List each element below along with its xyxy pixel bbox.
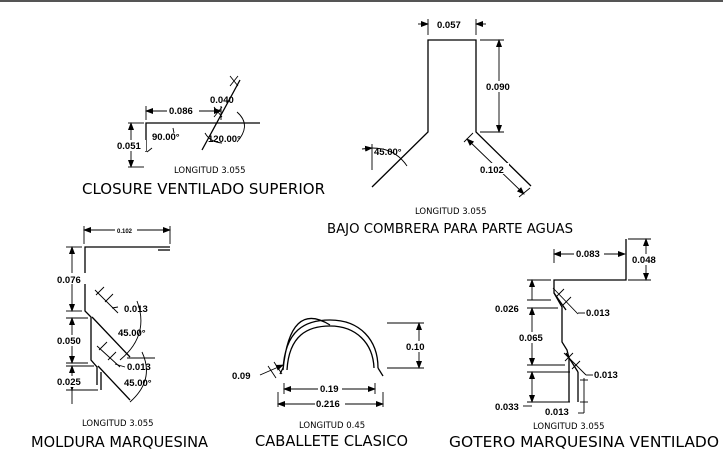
gotero-profile [553, 239, 627, 402]
moldura-profile [84, 246, 170, 401]
gotero-dimension-width: 0.083 [553, 248, 626, 263]
caballete-dimension-outer: 0.216 [277, 392, 384, 410]
caballete-longitud: LONGITUD 0.45 [299, 421, 365, 431]
moldura-dim-h2: 0.050 [57, 336, 81, 347]
piece-moldura: 0.102 0.076 0.050 0.025 0.013 [31, 226, 209, 451]
window-top-border [0, 0, 723, 2]
moldura-title: MOLDURA MARQUESINA [31, 433, 209, 451]
moldura-longitud: LONGITUD 3.055 [82, 419, 154, 429]
caballete-dim-inner-width: 0.19 [320, 384, 339, 395]
moldura-dim-h1: 0.076 [57, 275, 81, 286]
bajo-combrera-longitud: LONGITUD 3.055 [415, 207, 487, 217]
moldura-dim-width: 0.102 [117, 229, 133, 235]
bajo-combrera-dim-wing: 0.102 [480, 165, 504, 176]
moldura-dim-bend1: 0.013 [124, 304, 148, 315]
gotero-dim-foot: 0.013 [545, 407, 569, 418]
caballete-profile [279, 317, 384, 377]
closure-dimension-width: 0.086 [145, 105, 223, 120]
gotero-dimension-htop: 0.048 [628, 238, 661, 281]
moldura-dim-bend2: 0.013 [127, 362, 151, 373]
gotero-dim-h1: 0.026 [495, 304, 519, 315]
piece-gotero: 0.083 0.048 0.026 0.065 0.033 [449, 238, 719, 451]
caballete-dimension-inner: 0.19 [283, 383, 376, 395]
closure-dimension-lip: 0.040 [210, 75, 239, 106]
gotero-dimension-foot: 0.013 [545, 378, 588, 418]
closure-dim-lip: 0.040 [210, 95, 234, 106]
moldura-angle2: 45.00° [124, 378, 152, 389]
closure-dimension-height: 0.051 [116, 122, 146, 168]
moldura-bend-dims: 0.013 0.013 [94, 286, 155, 373]
moldura-dim-h3: 0.025 [57, 377, 81, 388]
gotero-dim-bend2: 0.013 [594, 370, 618, 381]
closure-angle-inner: 90.00° [152, 132, 180, 143]
bajo-combrera-dim-width: 0.057 [437, 20, 461, 31]
bajo-combrera-title: BAJO COMBRERA PARA PARTE AGUAS [327, 222, 573, 237]
gotero-dim-h3: 0.033 [495, 402, 519, 413]
gotero-dim-width: 0.083 [576, 249, 600, 260]
bajo-combrera-dim-height: 0.090 [486, 82, 510, 93]
caballete-dim-outer-width: 0.216 [316, 399, 340, 410]
closure-title: CLOSURE VENTILADO SUPERIOR [82, 180, 325, 198]
gotero-dim-htop: 0.048 [632, 255, 656, 266]
bajo-combrera-angle: 45.00° [361, 144, 408, 170]
piece-bajo-combrera: 0.057 0.090 0.102 45.00° LONGITUD 3.055 … [327, 19, 573, 237]
bajo-combrera-dimension-height: 0.090 [480, 39, 515, 133]
caballete-dimension-lip: 0.09 [232, 361, 284, 382]
gotero-bend-dims: 0.013 0.013 [552, 287, 618, 381]
caballete-dim-lip: 0.09 [232, 371, 251, 382]
closure-dim-width: 0.086 [169, 106, 193, 117]
gotero-dim-h2: 0.065 [519, 333, 543, 344]
caballete-title: CABALLETE CLASICO [255, 432, 408, 450]
piece-closure: 0.086 0.051 0.040 90.00° 120.00° LONGITU… [82, 75, 325, 198]
bajo-combrera-dimension-wing: 0.102 [463, 132, 531, 198]
bajo-combrera-dimension-width: 0.057 [418, 19, 486, 35]
gotero-dim-bend1: 0.013 [586, 308, 610, 319]
closure-angle-120: 120.00° [204, 111, 245, 145]
closure-angle-lip: 120.00° [208, 134, 241, 145]
piece-caballete: 0.09 0.19 0.216 0.10 LONGITUD 0.45 CABAL… [232, 317, 429, 450]
gotero-longitud: LONGITUD 3.055 [533, 422, 605, 432]
moldura-angles: 45.00° 45.00° [118, 300, 152, 403]
moldura-dimension-heights: 0.076 0.050 0.025 [56, 246, 98, 404]
closure-dim-height: 0.051 [117, 141, 141, 152]
closure-angle-90: 90.00° [146, 127, 180, 153]
moldura-angle1: 45.00° [118, 328, 146, 339]
bajo-combrera-angle-value: 45.00° [374, 147, 402, 158]
caballete-dimension-height: 0.10 [387, 322, 429, 369]
closure-longitud: LONGITUD 3.055 [174, 166, 246, 176]
gotero-dimension-heights: 0.026 0.065 0.033 [495, 279, 570, 413]
caballete-dim-height: 0.10 [406, 342, 425, 353]
gotero-title: GOTERO MARQUESINA VENTILADO [449, 433, 719, 451]
moldura-dimension-width: 0.102 [83, 226, 171, 244]
